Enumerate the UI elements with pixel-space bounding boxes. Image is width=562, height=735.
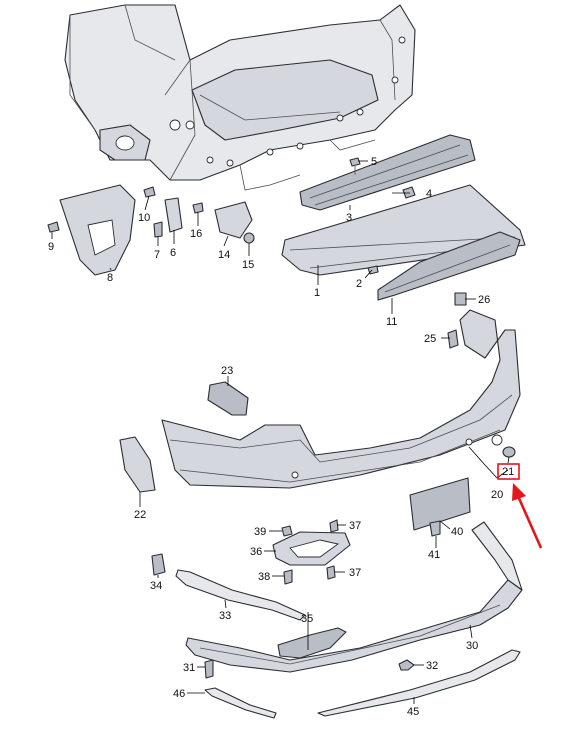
part-16-screw (192, 202, 204, 214)
part-31-screw (204, 659, 214, 679)
part-45-trim-strip (317, 649, 521, 717)
callout-16: 16 (190, 228, 202, 240)
part-38-screw (283, 569, 293, 585)
callout-23: 23 (221, 365, 233, 377)
callout-3: 3 (346, 212, 352, 224)
callout-38: 38 (258, 571, 270, 583)
callout-37-lower: 37 (349, 567, 361, 579)
callout-9: 9 (48, 241, 54, 253)
part-11-energy-absorber (377, 231, 521, 301)
callout-35: 35 (301, 613, 313, 625)
callout-11: 11 (386, 316, 397, 328)
part-14-bracket (214, 201, 253, 239)
callout-20: 20 (491, 489, 503, 501)
part-25-screw (447, 329, 459, 349)
part-4-clip (402, 186, 416, 199)
callout-10: 10 (138, 212, 150, 224)
callout-34: 34 (150, 580, 162, 592)
callout-32: 32 (426, 660, 438, 672)
part-37-screw-lower (326, 565, 336, 580)
part-21-tow-eye-cover (502, 446, 516, 458)
part-33-trim-strip (175, 569, 306, 621)
callout-46: 46 (173, 688, 185, 700)
part-6-bracket (164, 197, 183, 233)
part-3-upper-guide (299, 134, 476, 211)
highlight-arrowhead (512, 483, 526, 501)
leader-lines (51, 160, 510, 704)
highlight-part-21 (497, 463, 543, 549)
part-46-trim-strip (204, 687, 277, 719)
part-41-screw (429, 520, 441, 537)
callout-41: 41 (428, 549, 440, 561)
part-15-nut (243, 232, 255, 244)
callout-4: 4 (426, 188, 432, 200)
part-5-screw (349, 157, 361, 175)
callout-25: 25 (424, 333, 436, 345)
callout-15: 15 (242, 259, 254, 271)
highlight-arrow (516, 495, 543, 549)
part-9-screw (47, 221, 60, 233)
callout-39: 39 (254, 526, 266, 538)
part-30-lower-diffuser (185, 521, 523, 673)
callout-21: 21 (502, 466, 514, 478)
callout-40: 40 (451, 526, 463, 538)
part-10-screw (143, 186, 156, 198)
part-8-side-bracket (59, 184, 136, 276)
part-20-bumper-cover (161, 309, 521, 489)
part-37-screw-upper (329, 519, 339, 533)
callout-26: 26 (478, 294, 490, 306)
part-7-screw (153, 221, 163, 238)
part-40-license-plate-bracket (409, 477, 471, 531)
highlight-box (497, 463, 520, 480)
callout-8: 8 (107, 272, 113, 284)
callout-2: 2 (356, 278, 362, 290)
callout-45: 45 (407, 706, 419, 718)
callout-7: 7 (154, 249, 160, 261)
part-39-clip (281, 525, 293, 537)
part-23-foam-pad (207, 381, 249, 416)
part-26-clip (454, 292, 467, 306)
callout-31: 31 (183, 662, 195, 674)
callout-36: 36 (250, 546, 262, 558)
part-34-clip (151, 553, 166, 576)
part-36-reflector-bracket (272, 531, 351, 566)
part-22-side-reflector-bracket (119, 436, 156, 493)
callout-22: 22 (134, 509, 146, 521)
callout-37-upper: 37 (349, 520, 361, 532)
part-32-clip (398, 659, 415, 671)
callout-labels: 1 2 3 4 5 6 7 8 9 10 11 14 15 16 20 21 2… (48, 156, 514, 718)
callout-14: 14 (218, 249, 230, 261)
callout-6: 6 (170, 247, 176, 259)
callout-5: 5 (371, 156, 377, 168)
vehicle-rear-body (64, 4, 416, 191)
callout-1: 1 (314, 287, 320, 299)
callout-33: 33 (219, 610, 231, 622)
part-35-reflector (277, 627, 347, 659)
callout-30: 30 (466, 640, 478, 652)
